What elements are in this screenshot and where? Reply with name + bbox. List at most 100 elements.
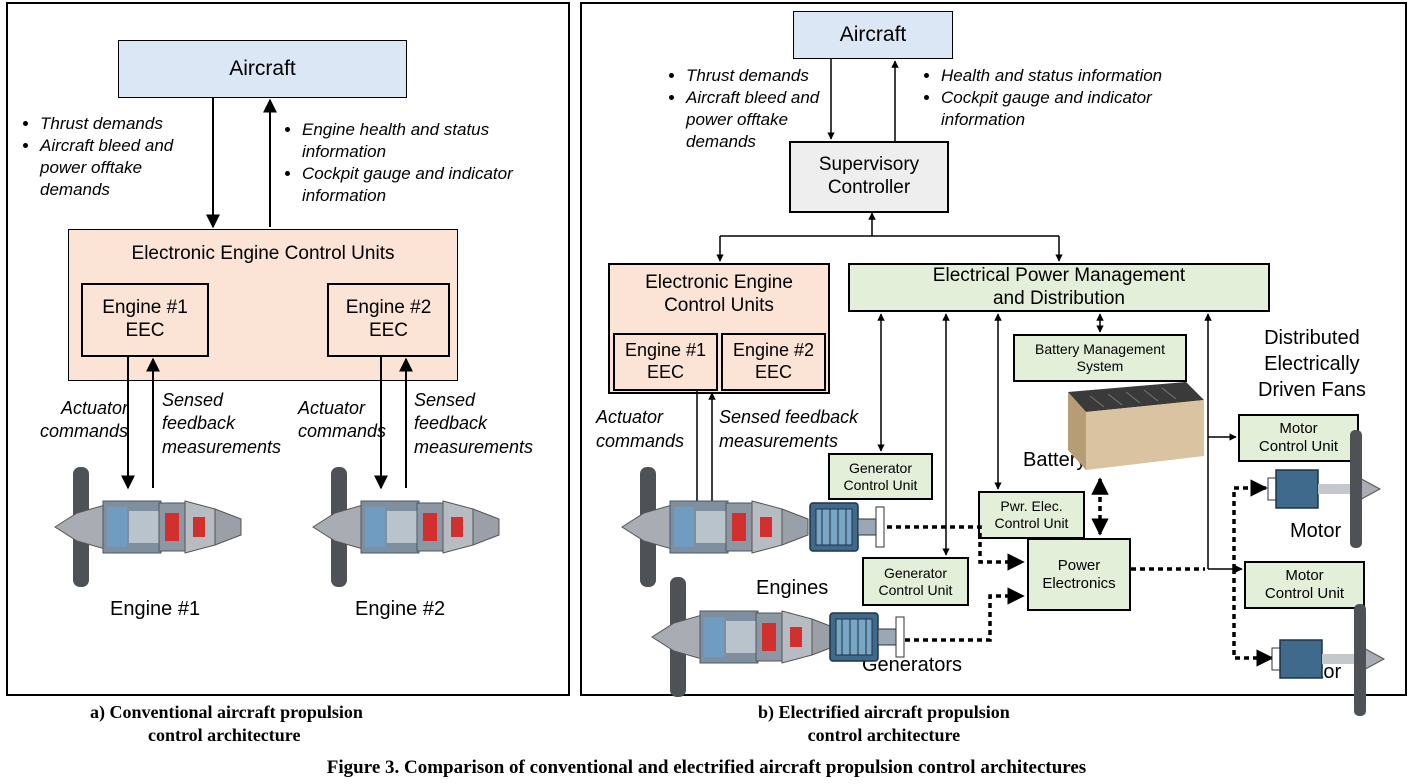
battery-image bbox=[1068, 382, 1204, 470]
bullet: Engine health and status information bbox=[302, 119, 514, 163]
gcu-label: Generator bbox=[848, 459, 913, 476]
left-down-bullets: Thrust demands Aircraft bleed and power … bbox=[22, 113, 202, 201]
motor-top-image bbox=[1267, 430, 1382, 548]
sup-label: Controller bbox=[827, 177, 911, 198]
left-eec1-box: Engine #1 EEC bbox=[81, 283, 209, 357]
eec-label: EEC bbox=[368, 320, 409, 341]
caption-line: control architecture bbox=[148, 724, 301, 745]
power-electronics-box: Power Electronics bbox=[1027, 538, 1131, 611]
text-line: Sensed bbox=[414, 390, 476, 410]
eec-label: Engine #1 bbox=[624, 340, 707, 361]
right-down-bullets: Thrust demands Aircraft bleed and power … bbox=[668, 65, 828, 153]
bms-label: Battery Management bbox=[1035, 341, 1165, 358]
right-eec2-box: Engine #2 EEC bbox=[721, 333, 826, 391]
epmd-box: Electrical Power Management and Distribu… bbox=[848, 263, 1270, 312]
eecu-label: Electronic Engine bbox=[645, 272, 793, 293]
mcu-label: Control Unit bbox=[1264, 585, 1345, 602]
sup-label: Supervisory bbox=[818, 154, 920, 176]
bms-box: Battery Management System bbox=[1013, 334, 1187, 382]
text-line: Sensed feedback bbox=[719, 407, 859, 427]
right-eec1-box: Engine #1 EEC bbox=[613, 333, 718, 391]
generator-top-image bbox=[809, 502, 885, 552]
mcu-label: Motor bbox=[1279, 420, 1318, 437]
generators-label: Generators bbox=[862, 654, 963, 676]
distributed-fans-label: Distributed Electrically Driven Fans bbox=[1258, 325, 1366, 403]
caption-line: b) Electrified aircraft propulsion bbox=[758, 702, 1010, 722]
generator-control-unit-bottom: Generator Control Unit bbox=[862, 557, 969, 606]
text-line: Driven Fans bbox=[1258, 379, 1366, 401]
text-line: feedback bbox=[414, 413, 488, 434]
text-line: Actuator bbox=[596, 407, 664, 427]
gcu-label: Control Unit bbox=[878, 581, 953, 598]
generator-control-unit-top: Generator Control Unit bbox=[828, 453, 933, 500]
mcu-label: Motor bbox=[1285, 567, 1324, 584]
caption-b: b) Electrified aircraft propulsion contr… bbox=[758, 701, 1010, 746]
left-engine2-label: Engine #2 bbox=[355, 598, 446, 620]
left-aircraft-box: Aircraft bbox=[118, 40, 407, 98]
pecu-label: Pwr. Elec. bbox=[1000, 498, 1063, 515]
left-engine1-label: Engine #1 bbox=[110, 598, 201, 620]
caption-line: a) Conventional aircraft propulsion bbox=[90, 702, 363, 722]
right-actuator-label: Actuator commands bbox=[596, 405, 684, 454]
supervisory-controller-box: Supervisory Controller bbox=[789, 141, 949, 213]
text-line: measurements bbox=[719, 431, 839, 452]
motor-control-unit-top: Motor Control Unit bbox=[1238, 414, 1359, 462]
text-line: commands bbox=[40, 421, 129, 442]
generator-bottom-image bbox=[829, 612, 905, 662]
left-actuator-1: Actuator commands bbox=[40, 397, 128, 444]
caption-a: a) Conventional aircraft propulsion cont… bbox=[90, 701, 363, 746]
engine-top-image bbox=[621, 466, 809, 588]
text-line: feedback bbox=[162, 413, 236, 434]
text-line: commands bbox=[298, 421, 387, 442]
right-up-bullets: Health and status information Cockpit ga… bbox=[923, 65, 1203, 131]
engine-bottom-image bbox=[651, 576, 839, 698]
epmd-label: and Distribution bbox=[992, 287, 1126, 309]
left-eecu-title: Electronic Engine Control Units bbox=[131, 243, 395, 264]
pe-label: Power bbox=[1057, 556, 1101, 574]
pe-label: Electronics bbox=[1042, 574, 1116, 592]
motor-label-top: Motor bbox=[1290, 520, 1342, 542]
text-line: measurements bbox=[414, 436, 534, 457]
eec-label: EEC bbox=[754, 362, 792, 382]
caption-line: control architecture bbox=[807, 724, 961, 745]
bullet: Health and status information bbox=[941, 65, 1203, 87]
gcu-label: Generator bbox=[883, 564, 948, 581]
bms-label: System bbox=[1076, 358, 1124, 374]
left-actuator-2: Actuator commands bbox=[298, 397, 386, 444]
bullet: Cockpit gauge and indicator information bbox=[302, 163, 514, 207]
text-line: Actuator bbox=[60, 398, 129, 418]
text-line: commands bbox=[596, 431, 685, 452]
mcu-label: Control Unit bbox=[1258, 438, 1339, 455]
left-sensed-1: Sensed feedback measurements bbox=[162, 389, 281, 459]
text-line: Actuator bbox=[298, 398, 366, 418]
bullet: Thrust demands bbox=[686, 65, 828, 87]
motor-control-unit-bottom: Motor Control Unit bbox=[1244, 561, 1365, 609]
motor-bottom-image bbox=[1271, 604, 1386, 716]
text-line: Distributed bbox=[1264, 327, 1360, 349]
left-aircraft-label: Aircraft bbox=[229, 57, 296, 81]
epmd-label: Electrical Power Management bbox=[932, 264, 1186, 286]
gcu-label: Control Unit bbox=[843, 476, 918, 493]
bullet: Aircraft bleed and power offtake demands bbox=[40, 135, 202, 201]
bullet: Aircraft bleed and power offtake demands bbox=[686, 87, 828, 153]
text-line: measurements bbox=[162, 436, 282, 457]
engine-1-image bbox=[54, 466, 242, 588]
engines-label: Engines bbox=[756, 577, 829, 599]
left-sensed-2: Sensed feedback measurements bbox=[414, 389, 533, 459]
eec-label: EEC bbox=[646, 362, 684, 382]
right-aircraft-box: Aircraft bbox=[793, 11, 953, 59]
power-flow bbox=[878, 477, 1274, 667]
eec-label: Engine #1 bbox=[102, 297, 188, 319]
eec-label: Engine #2 bbox=[732, 340, 815, 361]
eec-label: EEC bbox=[125, 320, 165, 341]
text-line: Electrically bbox=[1264, 353, 1360, 375]
pecu-label: Control Unit bbox=[994, 515, 1069, 531]
bullet: Cockpit gauge and indicator information bbox=[941, 87, 1203, 131]
eecu-label: Control Units bbox=[664, 294, 774, 316]
right-aircraft-label: Aircraft bbox=[839, 23, 907, 47]
left-eec2-box: Engine #2 EEC bbox=[327, 283, 450, 357]
right-sensed-label: Sensed feedback measurements bbox=[719, 405, 858, 454]
bullet: Thrust demands bbox=[40, 113, 202, 135]
left-up-bullets: Engine health and status information Coc… bbox=[284, 119, 514, 207]
